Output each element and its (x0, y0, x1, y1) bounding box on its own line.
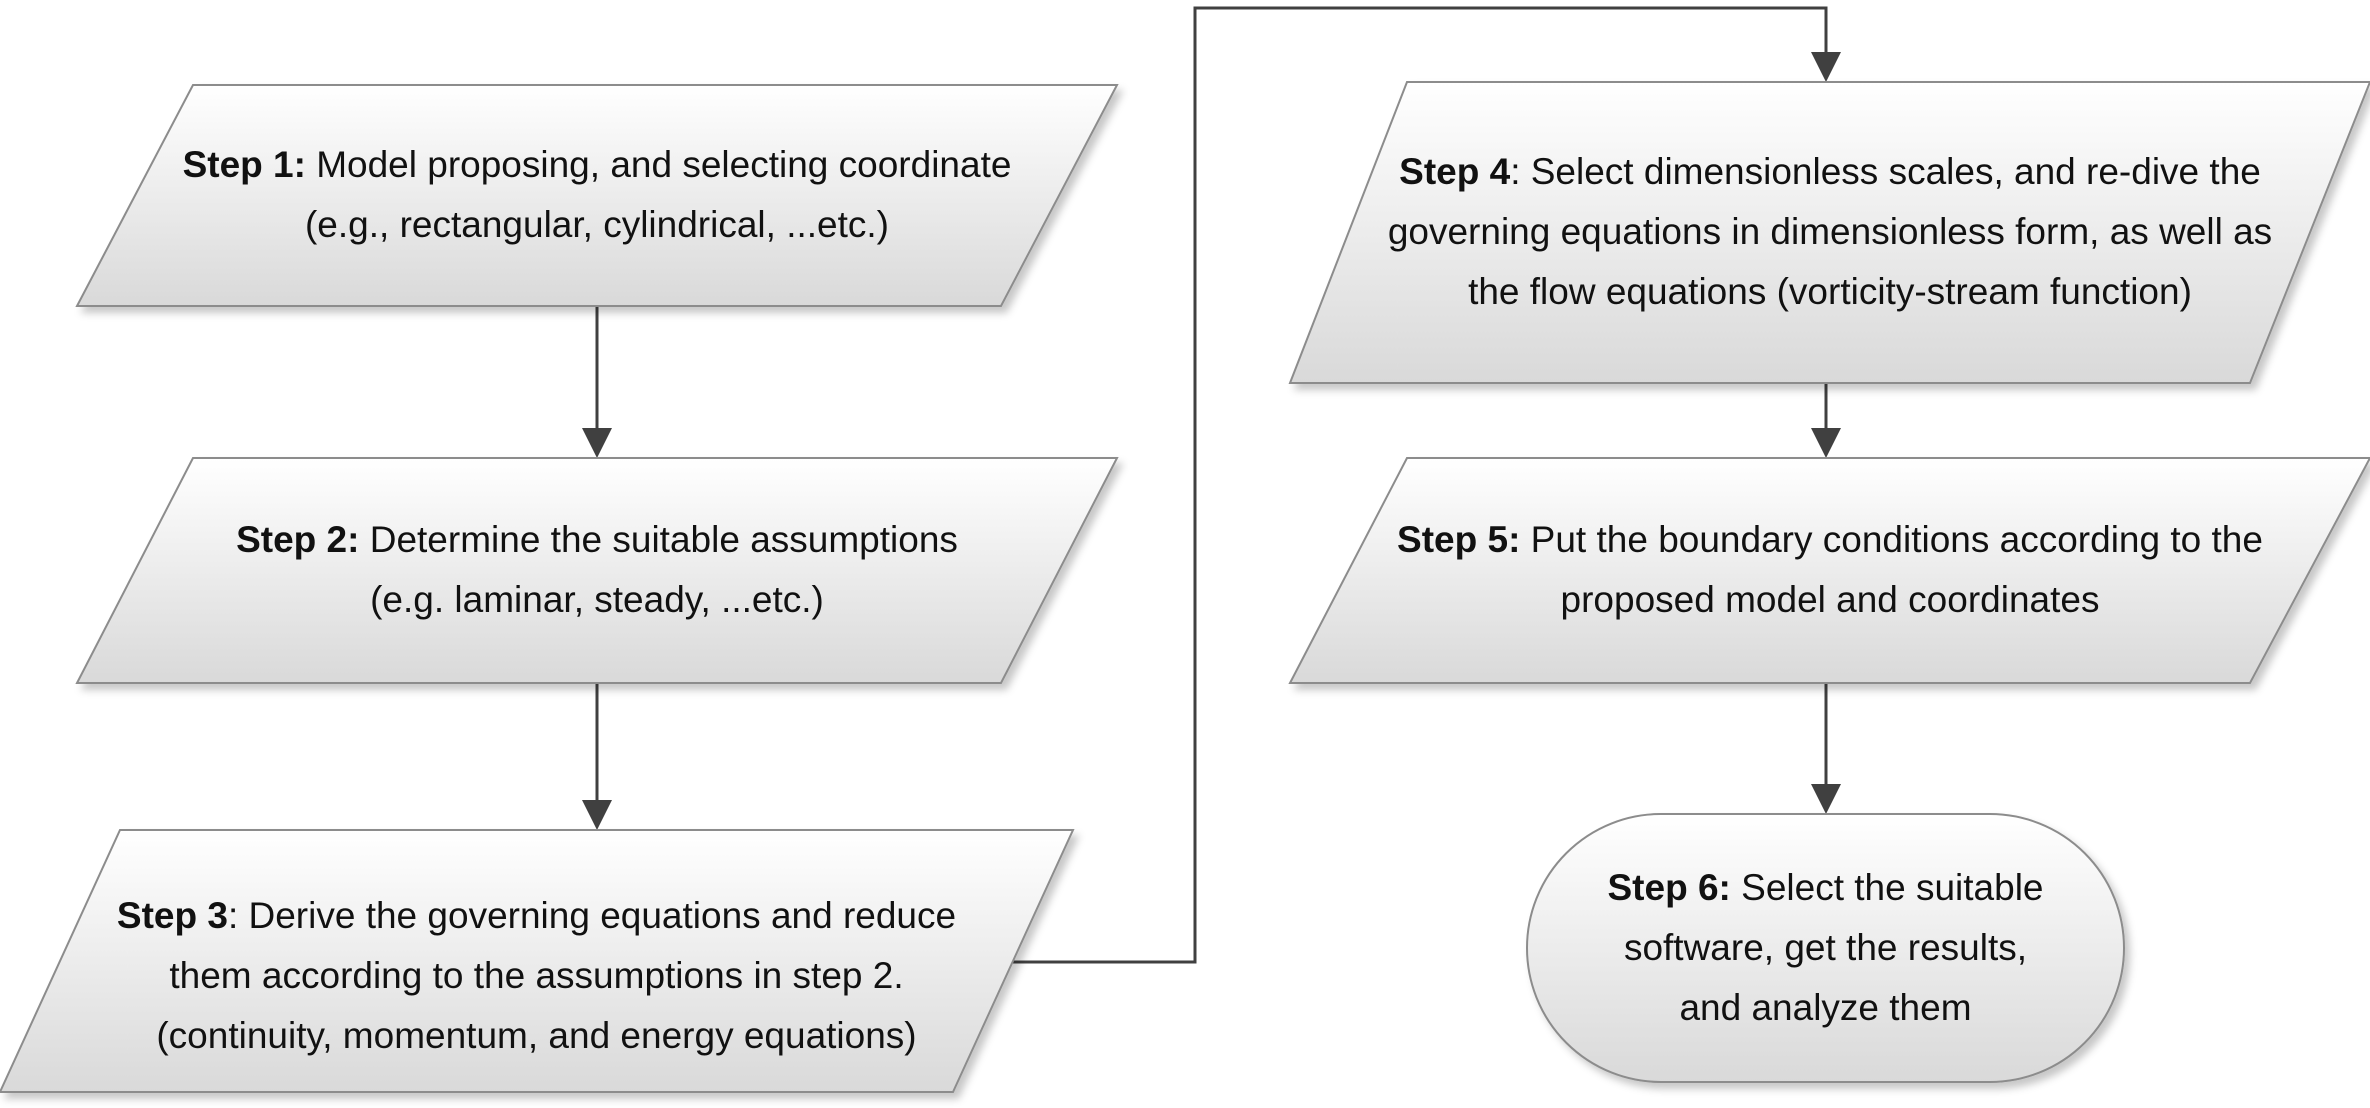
step3-line1: Step 3: Derive the governing equations a… (0, 886, 1073, 946)
step3-line3: (continuity, momentum, and energy equati… (156, 1015, 917, 1056)
connector-step3-to-step4 (1001, 6, 1841, 964)
step1-label: Step 1: (182, 144, 306, 185)
step4-line1-text: : Select dimensionless scales, and re-di… (1510, 151, 2261, 192)
step3-text: Step 3: Derive the governing equations a… (0, 886, 1073, 1066)
step1-line1: Step 1: Model proposing, and selecting c… (77, 135, 1117, 195)
step4-line1: Step 4: Select dimensionless scales, and… (1290, 142, 2370, 202)
step6-label: Step 6: (1607, 867, 1731, 908)
step3-parallelogram (0, 829, 1075, 1093)
step3-label: Step 3 (116, 895, 228, 936)
step6-line2: software, get the results, (1623, 927, 2028, 968)
step1-parallelogram (75, 84, 1119, 307)
step2-line1-text: Determine the suitable assumptions (359, 519, 958, 560)
step6-terminator (1526, 813, 2125, 1083)
step5-text: Step 5: Put the boundary conditions acco… (1290, 510, 2370, 630)
step5-label: Step 5: (1397, 519, 1521, 560)
step5-line1: Step 5: Put the boundary conditions acco… (1290, 510, 2370, 570)
step4-line2: governing equations in dimensionless for… (1387, 211, 2273, 252)
step3-line1-text: : Derive the governing equations and red… (227, 895, 957, 936)
step2-parallelogram (75, 457, 1119, 684)
step6-text: Step 6: Select the suitable software, ge… (1527, 858, 2124, 1038)
step2-line2: (e.g. laminar, steady, ...etc.) (370, 579, 824, 620)
step4-label: Step 4 (1399, 151, 1511, 192)
step1-line2: (e.g., rectangular, cylindrical, ...etc.… (304, 204, 889, 245)
step5-parallelogram (1288, 457, 2370, 684)
step1-line1-text: Model proposing, and selecting coordinat… (305, 144, 1012, 185)
step6-line1-text: Select the suitable (1730, 867, 2044, 908)
step6-line3: and analyze them (1679, 987, 1972, 1028)
step6-line1: Step 6: Select the suitable (1527, 858, 2124, 918)
step4-parallelogram (1288, 81, 2370, 384)
step4-line3: the flow equations (vorticity-stream fun… (1468, 271, 2192, 312)
step2-label: Step 2: (236, 519, 360, 560)
step2-text: Step 2: Determine the suitable assumptio… (77, 510, 1117, 630)
step4-text: Step 4: Select dimensionless scales, and… (1290, 142, 2370, 322)
step1-text: Step 1: Model proposing, and selecting c… (77, 135, 1117, 255)
step5-line2: proposed model and coordinates (1560, 579, 2100, 620)
step3-line2: them according to the assumptions in ste… (169, 955, 904, 996)
step2-line1: Step 2: Determine the suitable assumptio… (77, 510, 1117, 570)
step5-line1-text: Put the boundary conditions according to… (1520, 519, 2263, 560)
